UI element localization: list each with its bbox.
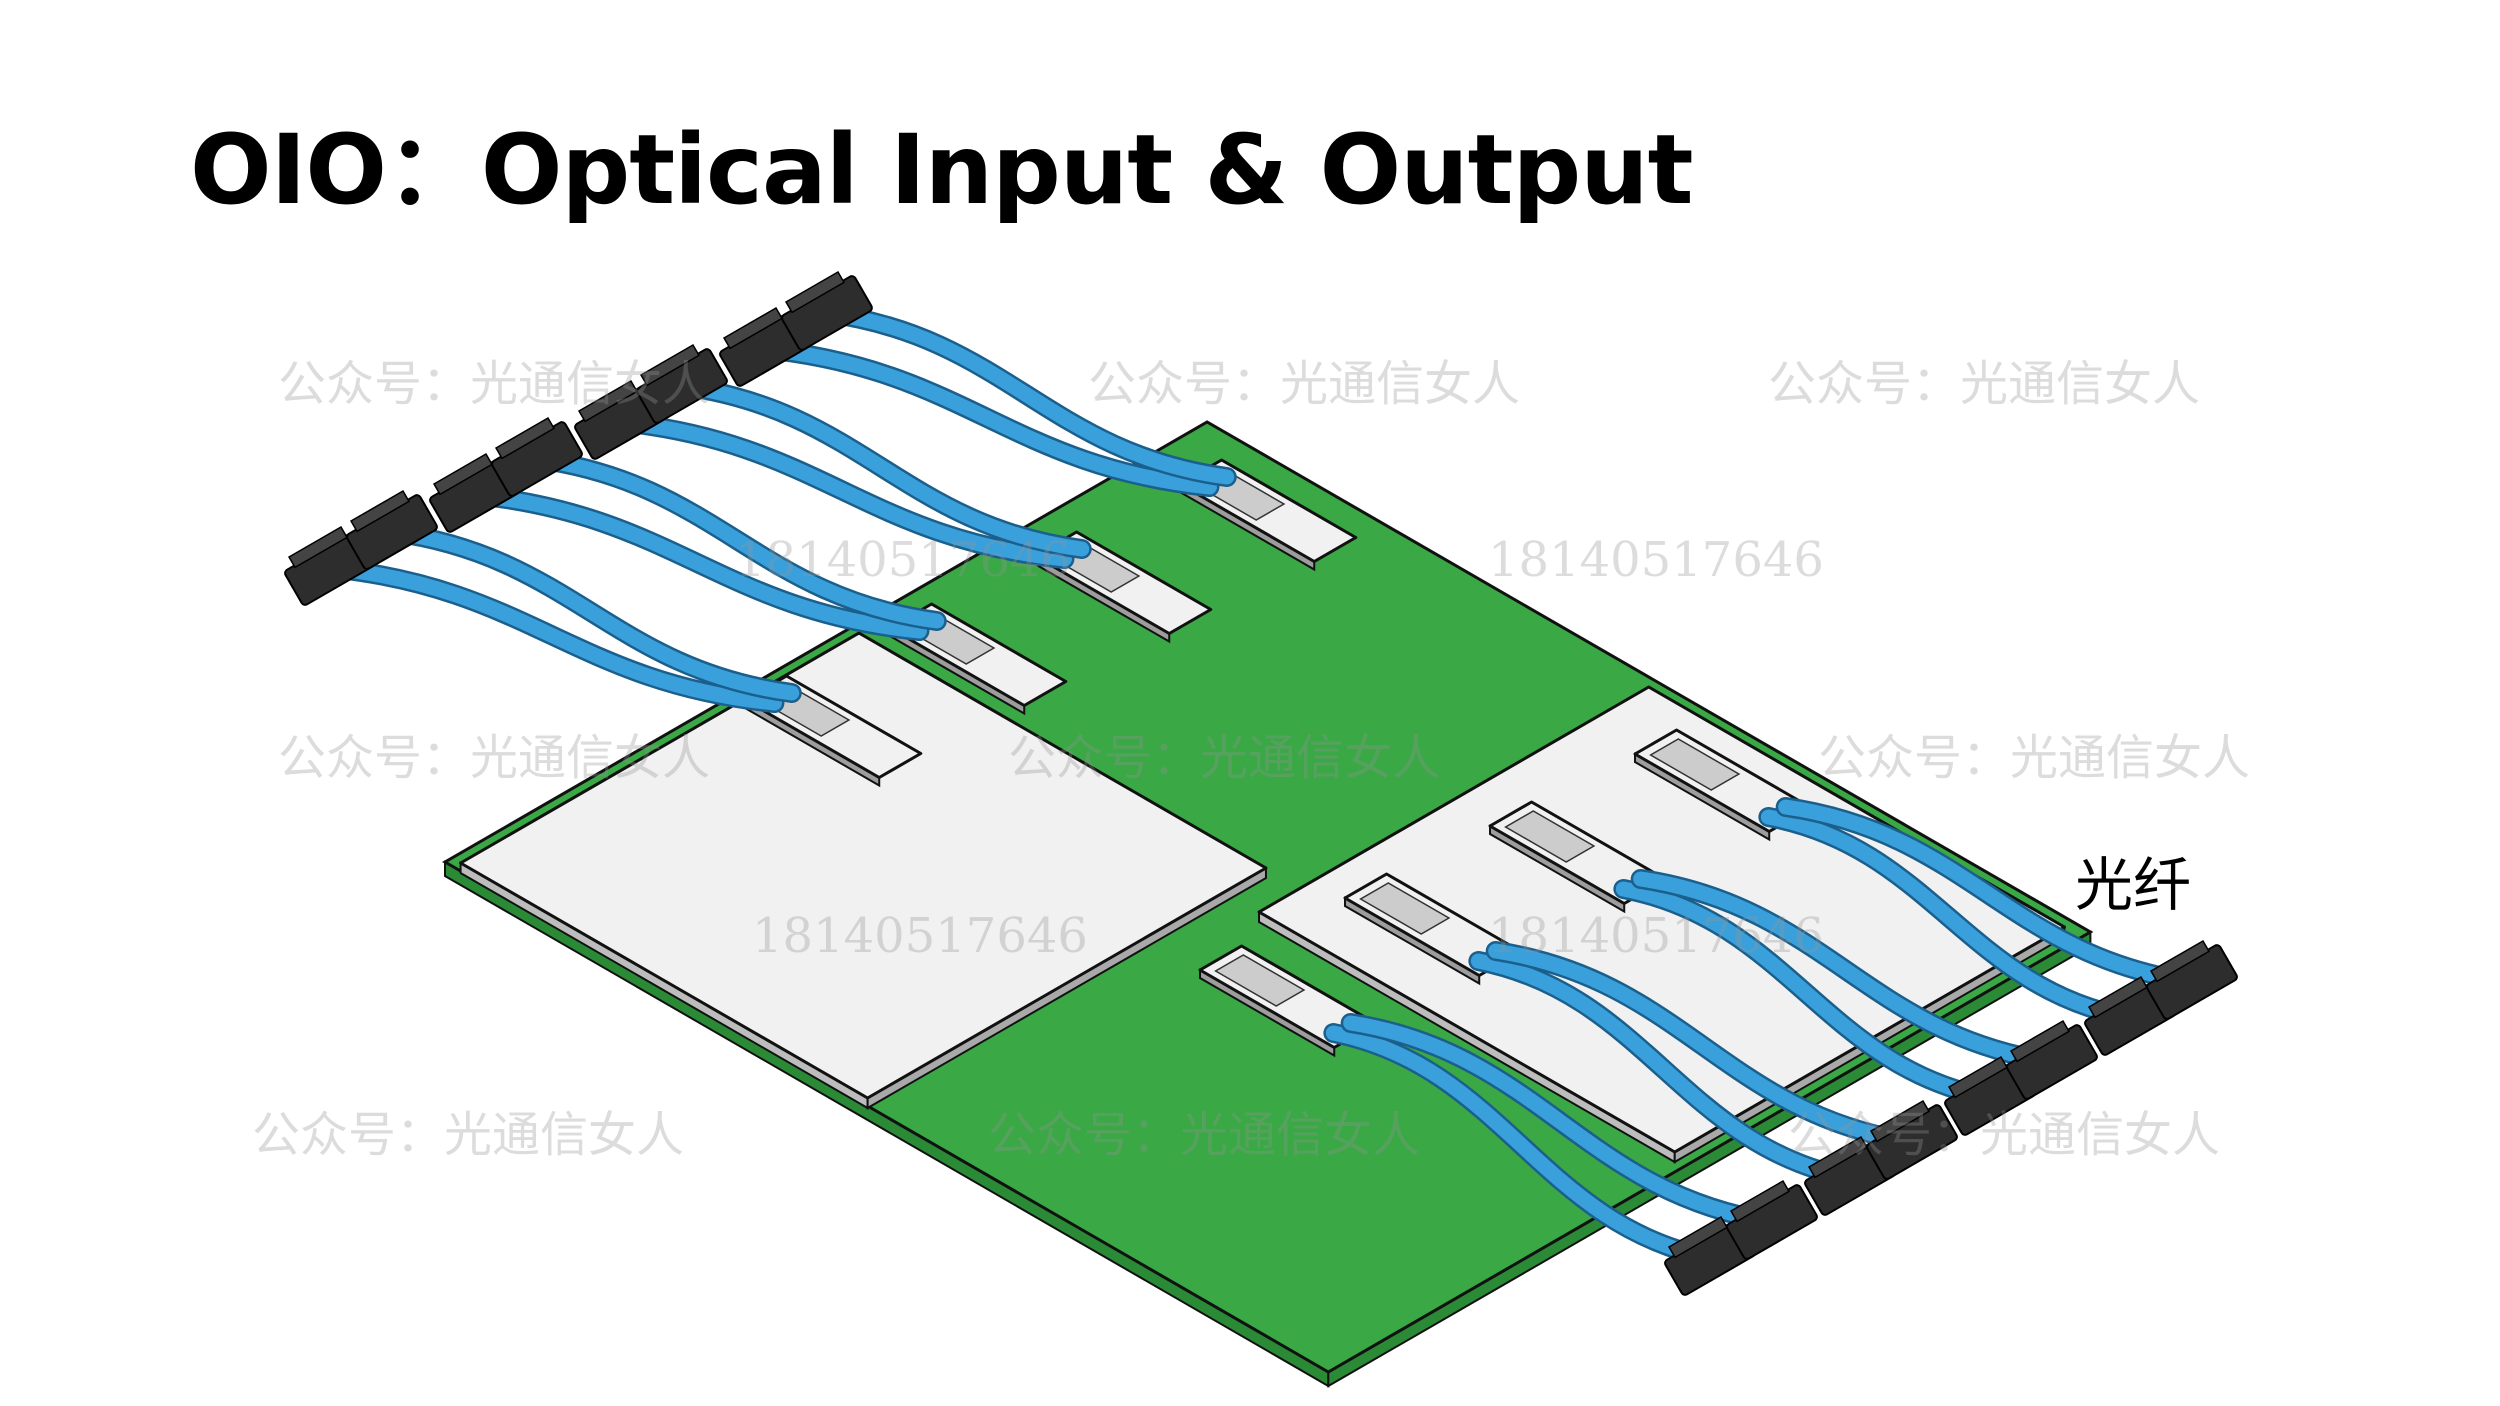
fiber-connector-left-7 xyxy=(719,306,811,387)
fiber-left-7 xyxy=(757,341,1217,495)
optical-module-right-3-ferrule xyxy=(1504,810,1596,863)
fiber-left-6 xyxy=(674,378,1090,557)
fiber-connector-left-4 xyxy=(491,416,583,497)
fiber-connector-left-8-latch xyxy=(784,270,846,314)
fiber-connector-left-4-latch xyxy=(494,416,556,460)
fiber-left-1 xyxy=(322,560,782,711)
fiber-connector-right-1 xyxy=(1664,1215,1756,1296)
optical-module-right-1-ferrule xyxy=(1214,954,1306,1007)
fiber-right-3 xyxy=(1470,953,1858,1186)
fiber-connector-right-6 xyxy=(2006,1019,2098,1100)
fiber-left-8 xyxy=(819,305,1235,485)
fiber-connector-right-4 xyxy=(1866,1099,1958,1180)
fiber-connector-left-1 xyxy=(284,525,376,606)
fiber-connector-right-7-latch xyxy=(2087,975,2149,1019)
fiber-left-3 xyxy=(467,487,927,639)
fiber-connector-left-2-latch xyxy=(349,489,411,533)
fiber-connector-right-8 xyxy=(2146,939,2238,1020)
page-title: OIO：Optical Input & Output xyxy=(190,114,1693,226)
fiber-connector-right-3 xyxy=(1804,1135,1896,1216)
fiber-connector-left-6 xyxy=(636,343,728,424)
fiber-connectors xyxy=(284,270,2238,1296)
fiber-connector-right-2-latch xyxy=(1729,1179,1791,1223)
fiber-right-5 xyxy=(1615,881,1998,1106)
fiber-connector-right-8-latch xyxy=(2149,939,2211,983)
fiber-connector-right-2 xyxy=(1726,1179,1818,1260)
fiber-connector-left-2 xyxy=(346,489,438,570)
fiber-right-7 xyxy=(1760,809,2138,1026)
fiber-connector-right-5-latch xyxy=(1947,1055,2009,1099)
fiber-left-2 xyxy=(384,524,800,701)
optical-module-right-4-ferrule xyxy=(1649,738,1741,791)
fiber-left-5 xyxy=(612,414,1072,567)
fiber-connector-right-1-latch xyxy=(1667,1215,1729,1259)
fiber-connector-right-6-latch xyxy=(2009,1019,2071,1063)
fiber-left-4 xyxy=(529,451,945,629)
fiber-connector-right-3-latch xyxy=(1807,1135,1869,1179)
fiber-right-1 xyxy=(1325,1025,1718,1266)
fiber-connector-left-3-latch xyxy=(432,452,494,496)
fiber-right-2 xyxy=(1343,1015,1780,1230)
fiber-connector-left-6-latch xyxy=(639,343,701,387)
fiber-right-6 xyxy=(1633,871,2060,1070)
fiber-connector-right-4-latch xyxy=(1869,1099,1931,1143)
fiber-label: 光纤 xyxy=(2075,851,2192,919)
fiber-connector-left-1-latch xyxy=(287,525,349,569)
fiber-right-4 xyxy=(1488,943,1920,1150)
fiber-connector-right-7 xyxy=(2084,975,2176,1056)
fiber-connector-left-8 xyxy=(781,270,873,351)
fiber-right-8 xyxy=(1778,799,2200,990)
fiber-connector-left-7-latch xyxy=(722,306,784,350)
optical-fibers xyxy=(320,303,2202,1268)
fiber-connector-left-5-latch xyxy=(577,379,639,423)
optical-module-right-2-ferrule xyxy=(1359,882,1451,935)
chip-left-top xyxy=(459,631,1268,1100)
